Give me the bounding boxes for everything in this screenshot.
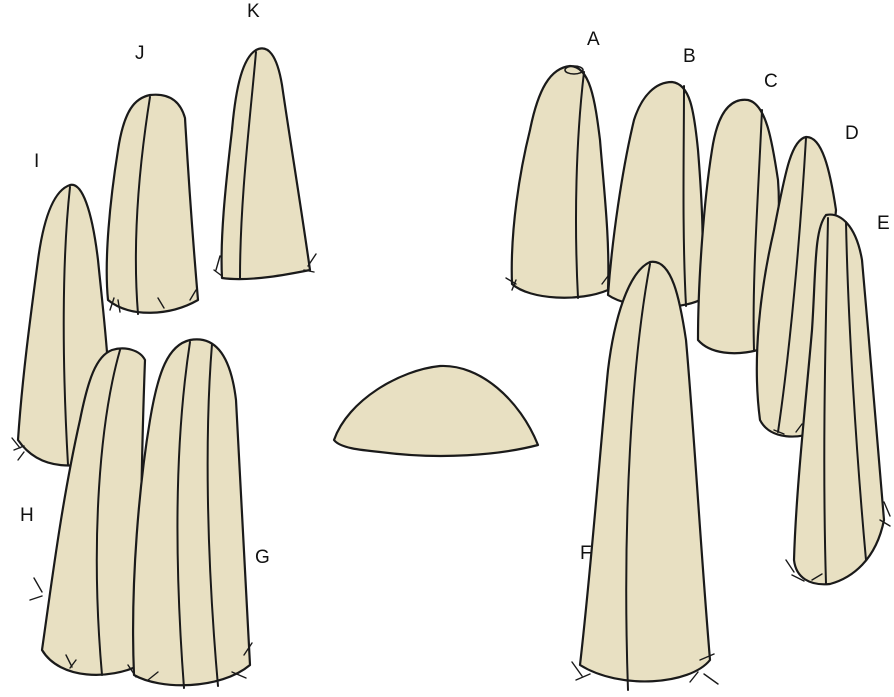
label-h: H <box>20 506 34 525</box>
stone-f <box>572 262 718 690</box>
label-e: E <box>877 214 890 233</box>
label-j: J <box>135 44 145 63</box>
stone-g <box>128 339 252 688</box>
stone-k <box>214 48 316 279</box>
label-b: B <box>683 47 696 66</box>
label-c: C <box>764 72 778 91</box>
label-g: G <box>255 548 270 567</box>
label-f: F <box>580 544 592 563</box>
stone-a <box>506 66 608 298</box>
label-k: K <box>247 2 260 21</box>
stone-j <box>107 95 198 314</box>
recumbent-stone <box>334 366 538 456</box>
label-a: A <box>587 30 600 49</box>
label-d: D <box>845 124 859 143</box>
label-i: I <box>34 152 39 171</box>
